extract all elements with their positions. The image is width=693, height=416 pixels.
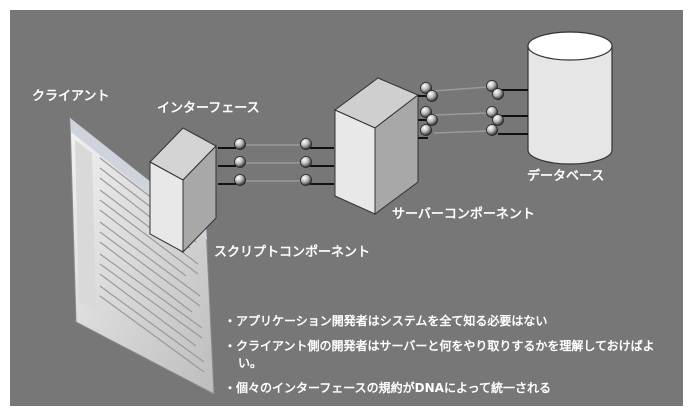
server-component-label: サーバーコンポーネント	[392, 207, 535, 222]
interface-label: インターフェース	[157, 101, 260, 116]
server-database-connectors	[418, 80, 528, 139]
bullet-item: ・アプリケーション開発者はシステムを全て知る必要はない	[224, 314, 548, 328]
bullet-item: ・クライアント側の開発者はサーバーと何をやり取りするかを理解しておけばよい。	[224, 339, 655, 370]
script-component-label: スクリプトコンポーネント	[214, 245, 371, 260]
interface-block-icon	[149, 127, 217, 254]
bullet-item: ・個々のインターフェースの規約がDNAによって統一される	[224, 381, 552, 395]
database-cylinder-icon	[527, 31, 613, 165]
server-block-icon	[334, 77, 419, 215]
interface-server-connectors	[218, 138, 334, 186]
client-label: クライアント	[32, 89, 110, 104]
bullet-list: ・アプリケーション開発者はシステムを全て知る必要はない ・クライアント側の開発者…	[224, 313, 674, 405]
database-label: データベース	[527, 169, 605, 184]
